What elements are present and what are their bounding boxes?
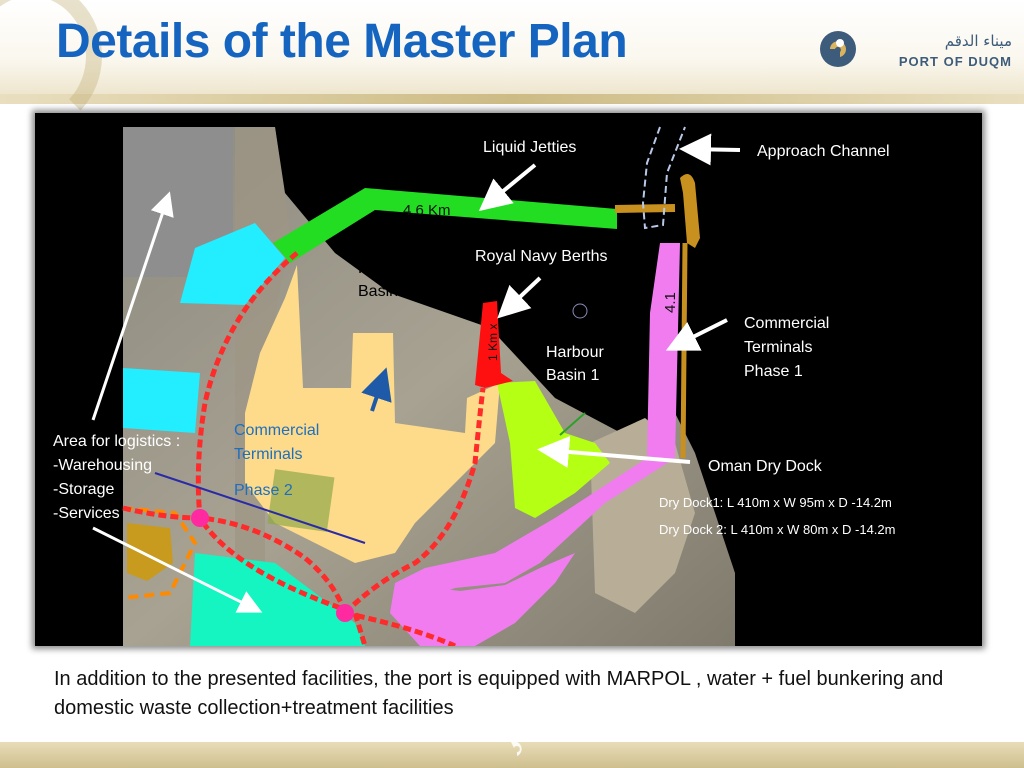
- liquid-jetty-green: [273, 188, 617, 263]
- length-label-1km: 1 Km x: [486, 324, 500, 361]
- pink-lower-zone: [390, 553, 575, 646]
- facilities-note: In addition to the presented facilities,…: [54, 668, 944, 719]
- label-harbour-basin-1: Harbour Basin 1: [546, 341, 604, 387]
- label-phase2-line3: Phase 2: [234, 482, 293, 499]
- arrow-oman-dry-dock: [537, 436, 691, 468]
- label-commercial-terminals-phase2: Commercial Terminals Phase 2: [234, 419, 319, 503]
- length-label-4-6km: 4.6 Km: [403, 202, 451, 219]
- logistics-item-storage: -Storage: [53, 481, 115, 498]
- label-phase2-line2: Terminals: [234, 446, 303, 463]
- arrow-logistics-warehouse: [91, 191, 174, 421]
- road-junction-west: [191, 509, 209, 527]
- length-label-4-1: 4.1: [662, 292, 679, 313]
- dry-dock-gate: [559, 412, 586, 436]
- logistics-item-services: -Services: [53, 505, 120, 522]
- page-title: Details of the Master Plan: [56, 15, 628, 68]
- arrow-liquid-jetties: [478, 163, 537, 212]
- master-plan-map-graphics: 4.6 Km 4.1 1 Km x: [91, 126, 741, 646]
- port-of-duqm-logo: ميناء الدقم PORT OF DUQM: [820, 31, 1012, 69]
- orange-dashed-boundary: [122, 506, 198, 600]
- footer-band: [0, 742, 1024, 768]
- label-phase1-line3: Phase 1: [744, 363, 803, 380]
- footer-logo-mark-icon: [511, 741, 522, 756]
- arrow-approach-channel: [679, 133, 741, 166]
- label-dry-dock-1-dimensions: Dry Dock1: L 410m x W 95m x D -14.2m: [659, 495, 892, 510]
- logo-english-text: PORT OF DUQM: [899, 54, 1012, 69]
- label-liquid-jetties: Liquid Jetties: [483, 139, 577, 156]
- arrow-commercial-phase1: [665, 318, 728, 351]
- label-phase2-line1: Commercial: [234, 422, 320, 439]
- label-royal-navy-berths: Royal Navy Berths: [475, 248, 608, 265]
- logo-arabic-text: ميناء الدقم: [945, 32, 1012, 50]
- label-harbour-basin-2: Harbour Basin 2: [358, 257, 416, 303]
- compass-symbol-icon: [572, 303, 588, 319]
- red-road-west: [195, 251, 368, 646]
- label-commercial-terminals-phase1: Commercial Terminals Phase 1: [744, 312, 829, 384]
- header-divider-band: [0, 94, 1024, 104]
- cyan-zone-south: [123, 368, 200, 433]
- label-harbour-basin-2-line1: Harbour: [358, 260, 416, 277]
- label-oman-dry-dock: Oman Dry Dock: [708, 458, 822, 475]
- label-harbour-basin-1-line2: Basin 1: [546, 367, 600, 384]
- label-phase1-line1: Commercial: [744, 315, 830, 332]
- logo-emblem-icon: [820, 31, 856, 67]
- label-harbour-basin-2-line2: Basin 2: [358, 283, 412, 300]
- label-dry-dock-2-dimensions: Dry Dock 2: L 410m x W 80m x D -14.2m: [659, 522, 896, 537]
- logistics-item-warehousing: -Warehousing: [53, 457, 153, 474]
- logistics-heading: Area for logistics :: [53, 433, 181, 450]
- jetty-gold-strip: [614, 204, 676, 213]
- red-road-middle: [122, 505, 348, 614]
- arrow-royal-navy: [497, 276, 542, 319]
- master-plan-map: 4.6 Km 4.1 1 Km x: [35, 113, 982, 646]
- arrow-logistics-services: [92, 526, 263, 613]
- coastal-rocks: [590, 418, 695, 613]
- arrow-phase2-blue: [361, 367, 392, 412]
- navy-boundary-line: [154, 472, 366, 544]
- cyan-zone-north: [180, 223, 285, 305]
- teal-logistics-zone: [190, 553, 365, 646]
- phase1-gold-edge: [680, 242, 688, 459]
- red-road-east: [343, 387, 486, 615]
- red-road-south: [344, 610, 457, 646]
- label-phase1-line2: Terminals: [744, 339, 813, 356]
- golden-zone: [127, 523, 173, 581]
- approach-breakwater: [680, 174, 700, 248]
- road-junction-south: [336, 604, 354, 622]
- approach-channel: [641, 126, 686, 230]
- logistics-area-label: Area for logistics : -Warehousing -Stora…: [53, 430, 180, 526]
- label-harbour-basin-1-line1: Harbour: [546, 344, 604, 361]
- royal-navy-berth: [475, 301, 513, 388]
- label-approach-channel: Approach Channel: [757, 143, 890, 160]
- commercial-terminals-phase1-area: [395, 243, 680, 603]
